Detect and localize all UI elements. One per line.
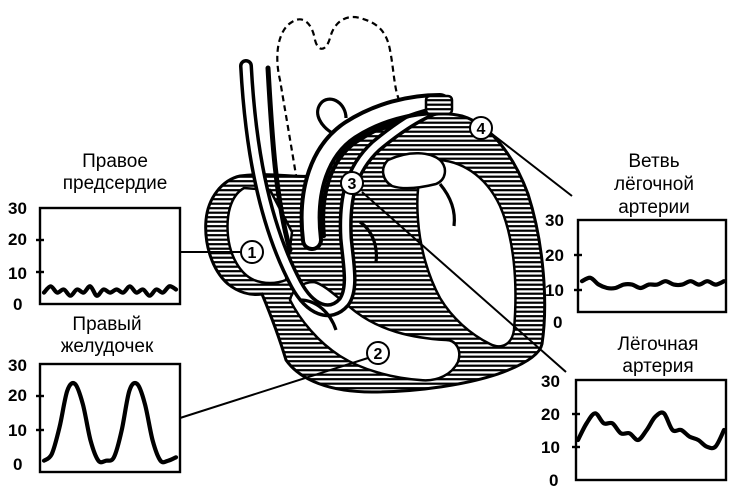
- marker-3: 3: [341, 172, 363, 194]
- marker-2-label: 2: [374, 346, 383, 363]
- pulmonary-branch-segment: [426, 96, 452, 114]
- label-branch-line-3: артерии: [618, 197, 690, 218]
- left-atrium-cavity: [383, 153, 445, 188]
- marker-1-label: 1: [248, 245, 257, 262]
- chart-branch-tick-0: 0: [553, 313, 562, 332]
- chart-pulmonary-tick-0: 0: [549, 471, 558, 489]
- chart-right-atrium-tick-30: 30: [8, 199, 27, 218]
- chart-right-ventricle-tick-10: 10: [8, 421, 27, 440]
- label-right-atrium: Правое предсердие: [63, 151, 168, 194]
- chart-pulmonary-tick-20: 20: [541, 405, 560, 424]
- chart-branch-tick-10: 10: [545, 281, 564, 300]
- label-right-ventricle: Правый желудочек: [61, 314, 154, 357]
- chart-right-atrium-tick-20: 20: [8, 230, 27, 249]
- marker-4-label: 4: [477, 121, 486, 138]
- label-pulmonary-artery: Лёгочная артерия: [618, 334, 699, 377]
- label-right-ventricle-line-2: желудочек: [61, 336, 154, 357]
- chart-right-atrium-tick-10: 10: [8, 264, 27, 283]
- marker-4: 4: [470, 117, 492, 139]
- chart-branch-tick-30: 30: [545, 211, 564, 230]
- chart-pulmonary-tick-10: 10: [541, 438, 560, 457]
- label-branch-line-2: лёгочной: [614, 174, 694, 195]
- label-pulmonary-artery-branch: Ветвь лёгочной артерии: [614, 151, 694, 218]
- label-right-ventricle-line-1: Правый: [72, 314, 141, 335]
- chart-pulmonary-artery: 30 20 10 0: [541, 372, 726, 489]
- chart-branch-frame: [578, 220, 726, 312]
- chart-right-ventricle-tick-30: 30: [8, 356, 27, 375]
- chart-right-atrium: 30 20 10 0: [8, 199, 180, 314]
- chart-right-atrium-tick-0: 0: [13, 295, 22, 314]
- label-branch-line-1: Ветвь: [628, 151, 679, 172]
- chart-pulmonary-artery-branch: 30 20 10 0: [545, 211, 726, 332]
- label-right-atrium-line-1: Правое: [82, 151, 148, 172]
- label-pulmonary-line-2: артерия: [622, 356, 693, 377]
- label-right-atrium-line-2: предсердие: [63, 173, 168, 194]
- chart-pulmonary-frame: [576, 380, 726, 480]
- marker-2: 2: [367, 342, 389, 364]
- label-pulmonary-line-1: Лёгочная: [618, 334, 699, 355]
- marker-3-label: 3: [348, 176, 357, 193]
- chart-right-ventricle-tick-20: 20: [8, 386, 27, 405]
- chart-branch-tick-20: 20: [545, 246, 564, 265]
- marker-1: 1: [241, 241, 263, 263]
- chart-pulmonary-tick-30: 30: [541, 372, 560, 391]
- chart-right-ventricle-tick-0: 0: [13, 455, 22, 474]
